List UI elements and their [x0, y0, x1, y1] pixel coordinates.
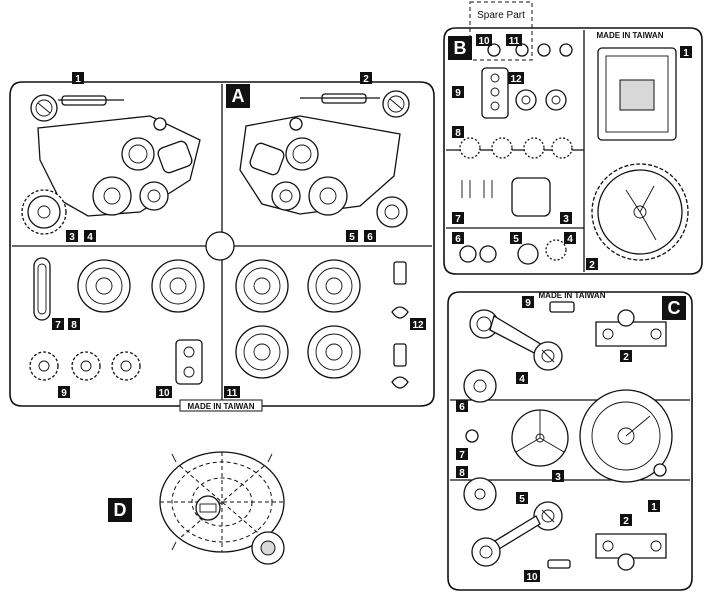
part-d-letter-box — [108, 498, 132, 522]
part-d-letter: D — [114, 500, 127, 520]
sheet-b-letter-box — [448, 36, 472, 60]
label-c-3: 3 — [555, 472, 561, 483]
gear-a3 — [21, 189, 67, 235]
part-c8 — [463, 477, 497, 511]
part-b4 — [545, 239, 567, 261]
gears-b8 — [459, 137, 573, 159]
wheel-c1 — [579, 389, 673, 483]
label-a-3: 3 — [69, 232, 75, 243]
label-b-3: 3 — [563, 214, 569, 225]
part-c7 — [465, 429, 479, 443]
label-a-4: 4 — [87, 232, 93, 243]
part-c10 — [547, 559, 571, 569]
part-c9 — [549, 301, 575, 313]
label-a-10: 10 — [158, 388, 170, 399]
part-b7 — [461, 180, 493, 198]
sheet-c-letter-box — [662, 296, 686, 320]
label-b-5: 5 — [513, 234, 519, 245]
sheet-a-made-in: MADE IN TAIWAN — [188, 402, 255, 411]
sheet-a — [9, 81, 435, 407]
label-c-5: 5 — [519, 494, 525, 505]
label-a-11: 11 — [227, 388, 238, 399]
label-c-1: 1 — [651, 502, 657, 513]
label-a-9: 9 — [61, 388, 67, 399]
label-a-12: 12 — [412, 320, 424, 331]
label-a-8: 8 — [71, 320, 77, 331]
label-b-2: 2 — [589, 260, 595, 271]
label-c-2b: 2 — [623, 516, 629, 527]
label-b-10: 10 — [478, 36, 490, 47]
label-b-11: 11 — [509, 36, 520, 47]
sheet-c-letter: C — [668, 298, 681, 318]
label-b-8: 8 — [455, 128, 461, 139]
label-b-1: 1 — [683, 48, 689, 59]
label-c-7: 7 — [459, 450, 465, 461]
label-b-4: 4 — [567, 234, 573, 245]
pulleys-a11 — [235, 259, 361, 379]
part-b6 — [459, 245, 477, 263]
label-b-9: 9 — [455, 88, 461, 99]
gears-a9 — [29, 351, 141, 381]
label-b-6: 6 — [455, 234, 461, 245]
engine-half-right — [239, 90, 410, 216]
sheet-b: Spare Part — [443, 1, 703, 275]
crank-arm-c5 — [471, 501, 563, 567]
sheet-a-part-labels: 1 2 3 4 5 6 7 8 9 10 11 12 — [52, 72, 426, 399]
sheet-c-part-labels: 9 2 4 6 7 3 8 5 1 2 10 — [456, 296, 660, 583]
sheet-c — [447, 291, 693, 591]
label-a-7: 7 — [55, 320, 61, 331]
sprue-hub — [205, 231, 235, 261]
engine-half-left — [30, 94, 201, 217]
sheet-a-letter: A — [232, 86, 245, 106]
bracket-c2-top — [595, 309, 667, 347]
part-a7 — [33, 257, 51, 321]
label-c-9: 9 — [525, 298, 531, 309]
crank-arm-c4 — [469, 309, 563, 371]
part-b5 — [517, 243, 539, 265]
sheet-b-part-labels: 10 11 12 1 9 8 7 3 6 5 4 2 — [452, 34, 692, 271]
part-c3 — [511, 409, 569, 467]
part-b3 — [511, 177, 551, 217]
sheet-b-frame — [443, 27, 703, 275]
sheet-c-frame — [447, 291, 693, 591]
label-c-4: 4 — [519, 374, 525, 385]
spare-part-box — [469, 1, 533, 61]
gear-b2 — [591, 163, 689, 261]
label-c-6: 6 — [459, 402, 465, 413]
spare-part-label: Spare Part — [477, 10, 525, 21]
label-b-7: 7 — [455, 214, 461, 225]
sheet-c-made-in: MADE IN TAIWAN — [539, 291, 606, 300]
sheet-a-letter-box — [226, 84, 250, 108]
label-a-6: 6 — [367, 232, 373, 243]
label-a-1: 1 — [75, 74, 81, 85]
label-c-2a: 2 — [623, 352, 629, 363]
label-c-10: 10 — [526, 572, 538, 583]
sheet-b-letter: B — [454, 38, 467, 58]
part-a12 — [391, 261, 409, 389]
part-c6 — [463, 369, 497, 403]
label-a-2: 2 — [363, 74, 369, 85]
part-d-dome — [159, 451, 285, 565]
label-a-5: 5 — [349, 232, 355, 243]
part-a10 — [175, 339, 203, 385]
part-a6 — [376, 196, 408, 228]
sheet-b-made-in: MADE IN TAIWAN — [597, 31, 664, 40]
sheet-a-frame — [9, 81, 435, 407]
label-c-8: 8 — [459, 468, 465, 479]
label-b-12: 12 — [510, 74, 522, 85]
pulleys-a8 — [77, 259, 205, 313]
part-b1 — [597, 47, 677, 141]
bracket-c2-bottom — [595, 533, 667, 571]
part-b12 — [481, 67, 567, 119]
